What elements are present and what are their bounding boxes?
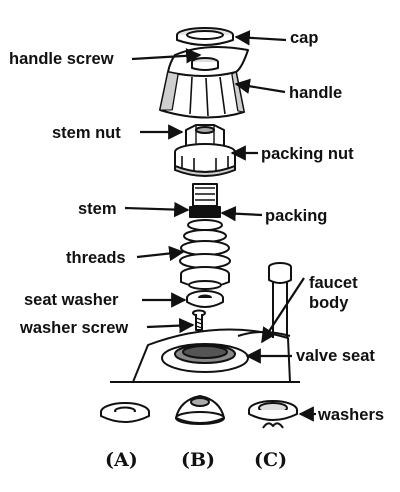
label-packing-nut: packing nut xyxy=(261,145,354,163)
packing-nut-part xyxy=(174,143,236,177)
label-washer-type-c: (C) xyxy=(254,449,287,471)
label-washer-type-b: (B) xyxy=(181,449,215,471)
washer-b xyxy=(175,395,225,425)
washer-a xyxy=(100,402,150,423)
label-handle: handle xyxy=(289,84,342,102)
label-washers: washers xyxy=(317,406,384,424)
cap-part xyxy=(176,27,234,46)
faucet-body-part xyxy=(110,262,300,383)
label-valve-seat: valve seat xyxy=(296,347,375,365)
label-washer-type-a: (A) xyxy=(105,449,138,471)
stem-part xyxy=(189,183,221,218)
label-seat-washer: seat washer xyxy=(24,291,119,309)
label-stem: stem xyxy=(78,200,117,218)
label-stem-nut: stem nut xyxy=(52,124,121,142)
label-body: body xyxy=(309,294,349,312)
label-cap: cap xyxy=(290,29,318,47)
washer-screw-part xyxy=(192,309,206,331)
label-faucet: faucet xyxy=(309,274,358,292)
label-washer-screw: washer screw xyxy=(19,319,128,337)
label-threads: threads xyxy=(66,249,126,267)
threads-part xyxy=(179,219,231,290)
seat-washer-part xyxy=(186,290,224,308)
label-handle-screw: handle screw xyxy=(9,50,114,68)
washer-c xyxy=(248,400,298,429)
label-packing: packing xyxy=(265,207,327,225)
